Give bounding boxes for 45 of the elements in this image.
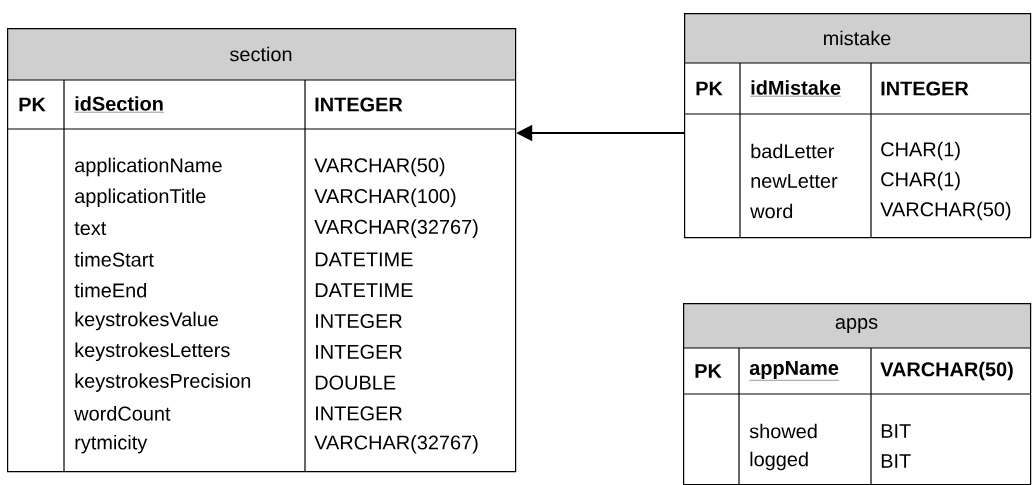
table-title: apps [835, 318, 878, 333]
field-name: keystrokesValue [75, 311, 218, 331]
table [682, 303, 1032, 485]
field-type: INTEGER [316, 406, 402, 421]
key-label: PK [696, 81, 723, 96]
field-type: CHAR(1) [881, 171, 960, 191]
field-name: text [74, 222, 107, 236]
field-name: keystrokesLetters [75, 342, 230, 362]
key-field: idSection [74, 96, 165, 113]
key-field: idMistake [750, 80, 842, 97]
field-type: DOUBLE [315, 375, 396, 390]
key-label: PK [695, 364, 722, 378]
field-type: CHAR(1) [881, 141, 960, 161]
field-type: VARCHAR(50) [880, 201, 1011, 221]
field-name: logged [750, 451, 808, 471]
key-type: VARCHAR(50) [880, 361, 1013, 381]
field-name: rytmicity [75, 434, 148, 454]
field-type: VARCHAR(32767) [314, 219, 478, 238]
field-name: applicationTitle [75, 188, 206, 208]
table [6, 28, 517, 473]
field-type: BIT [881, 454, 911, 468]
field-type: VARCHAR(32767) [314, 434, 478, 454]
field-type: BIT [881, 424, 911, 438]
table [683, 13, 1032, 239]
field-type: DATETIME [315, 252, 413, 267]
field-name: showed [749, 423, 817, 439]
key-type: INTEGER [315, 97, 403, 112]
field-name: badLetter [751, 143, 835, 159]
field-name: timeStart [74, 252, 154, 267]
key-type: INTEGER [881, 81, 969, 96]
table-title: mistake [824, 30, 891, 46]
key-field: appName [749, 361, 840, 381]
field-type: DATETIME [315, 283, 413, 298]
field-name: applicationName [75, 157, 222, 177]
field-name: word [750, 203, 793, 219]
field-type: INTEGER [316, 344, 402, 359]
field-name: timeEnd [74, 282, 146, 298]
field-type: VARCHAR(100) [314, 188, 456, 208]
key-label: PK [19, 97, 46, 112]
field-name: wordCount [74, 406, 171, 421]
field-type: VARCHAR(50) [314, 157, 445, 177]
field-name: keystrokesPrecision [75, 373, 251, 392]
field-name: newLetter [751, 174, 838, 188]
table-title: section [230, 46, 292, 62]
field-type: INTEGER [316, 313, 402, 329]
